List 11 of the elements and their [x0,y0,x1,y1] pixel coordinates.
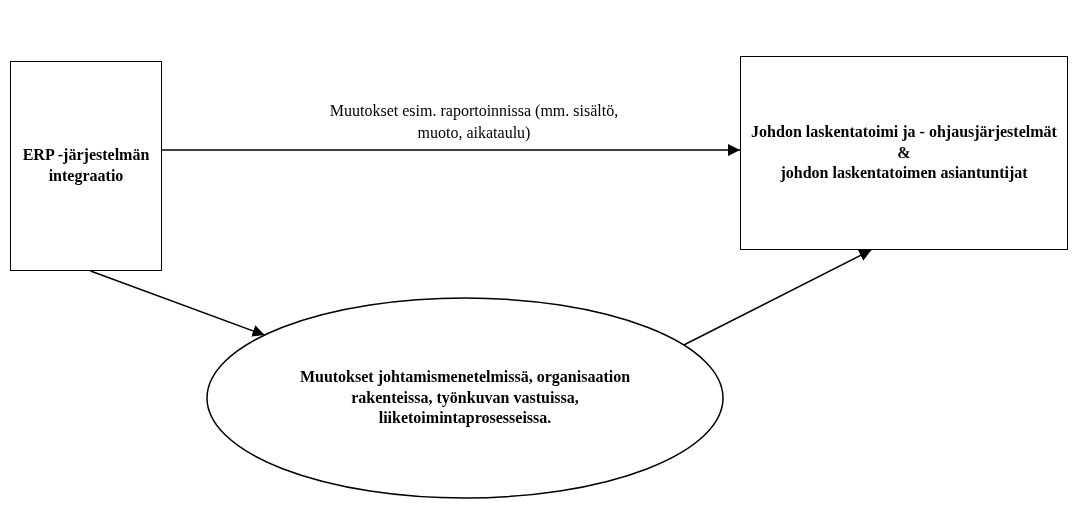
node-text: ERP -järjestelmän integraatio [21,145,151,187]
node-text: johdon laskentatoimen asiantuntijat [780,163,1028,184]
node-text: Muutokset johtamismenetelmissä, organisaation rakenteissa, työnkuvan vastuissa, liiketoimintaprosesseissa. [298,366,632,429]
node-text: Johdon laskentatoimi ja - ohjausjärjestelmät [751,121,1057,143]
process-box [740,56,1068,250]
arrow [89,270,266,337]
arrow [683,249,872,346]
process-box [10,61,162,271]
edge-label: Muutokset esim. raportoinnissa (mm. sisältö, muoto, aikataulu) [328,101,620,144]
arrow [161,144,741,157]
node-text: & [897,142,911,163]
